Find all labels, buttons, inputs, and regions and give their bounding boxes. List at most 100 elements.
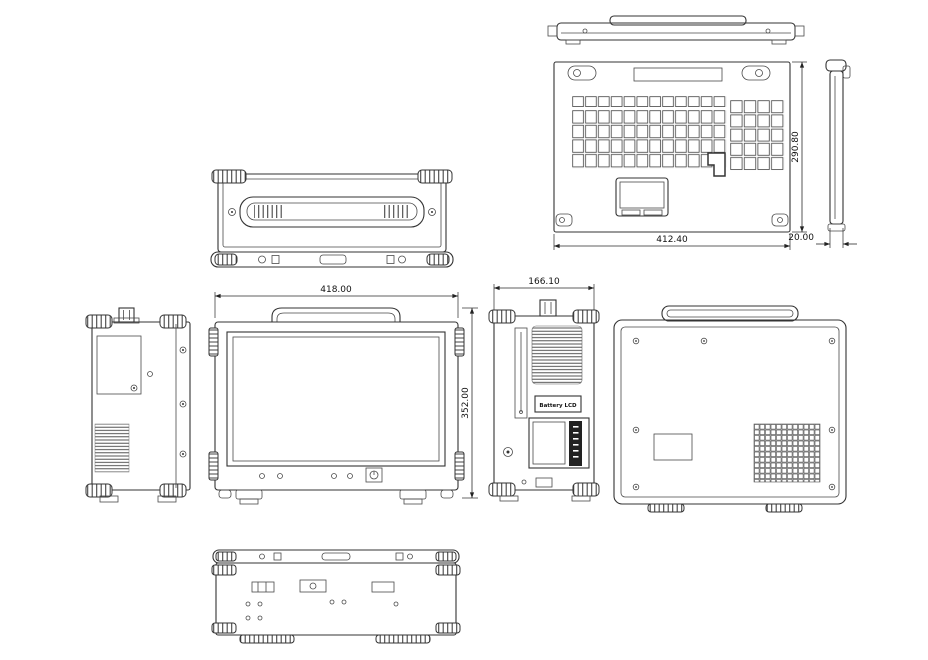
foot: [157, 495, 177, 503]
screw: [632, 337, 640, 345]
dim-label-keyboard-width: 412.40: [656, 235, 688, 245]
screw: [632, 483, 640, 491]
port: [251, 581, 275, 593]
dim-label-side-depth: 166.10: [528, 277, 560, 287]
knob: [539, 299, 557, 317]
dim-front-width: 418.00: [214, 285, 459, 318]
corner-bumper: [211, 169, 247, 184]
screw: [828, 337, 836, 345]
side-bumper: [454, 327, 465, 357]
dim-keyboard-width: 412.40: [553, 234, 791, 250]
dim-label-lid-thickness: 20.00: [788, 233, 814, 243]
foot: [403, 498, 423, 505]
corner-bumper: [85, 314, 113, 329]
corner-bumper: [159, 314, 187, 329]
port: [299, 579, 327, 593]
dim-front-height: 352.00: [461, 307, 478, 499]
carry-handle-top: [239, 196, 425, 228]
hinge-bar: [210, 251, 454, 268]
keyboard-keys: [572, 96, 785, 177]
corner-bumper: [435, 564, 461, 576]
dim-label-keyboard-height: 290.80: [791, 131, 801, 163]
indicator-led: [259, 473, 265, 479]
dim-label-front-height: 352.00: [461, 387, 471, 419]
foot: [765, 503, 803, 513]
latch: [741, 65, 771, 81]
screen-bezel: [226, 331, 446, 467]
screw: [245, 601, 251, 607]
handle-edge: [609, 15, 747, 26]
access-panel: [96, 335, 142, 395]
drive-slot: [514, 327, 528, 419]
view-front: [208, 307, 465, 505]
screw: [428, 208, 436, 216]
enter-key: [707, 152, 726, 177]
side-bumper: [208, 327, 219, 357]
lcd-screen: [232, 336, 440, 462]
corner-bumper: [488, 482, 516, 497]
foot: [239, 634, 295, 644]
corner-bumper: [211, 622, 237, 634]
hinge-slot: [633, 67, 723, 82]
vent-grille: [94, 423, 130, 473]
rear-vent-grille: [753, 423, 821, 483]
dim-label-front-width: 418.00: [320, 285, 352, 295]
corner-bumper: [159, 483, 187, 498]
side-bumper: [454, 451, 465, 481]
corner-bumper: [85, 483, 113, 498]
indicator-led: [347, 473, 353, 479]
dim-side-depth: 166.10: [493, 277, 595, 312]
foot: [239, 498, 259, 505]
screw: [828, 483, 836, 491]
latch-tab: [399, 489, 427, 500]
port-connector: [503, 447, 513, 457]
screw: [329, 599, 335, 605]
rear-panel: [653, 433, 693, 461]
corner-bumper: [572, 482, 600, 497]
screw: [228, 208, 236, 216]
corner-bumper: [211, 564, 237, 576]
latch: [567, 65, 597, 81]
foot: [499, 495, 519, 502]
screw: [257, 601, 263, 607]
view-keyboard-top: [553, 61, 791, 233]
power-button: [365, 467, 383, 483]
corner-bumper: [417, 169, 453, 184]
view-bottom: [211, 549, 461, 644]
touchpad: [615, 177, 669, 217]
fan-grille: [531, 325, 583, 385]
carry-handle-front: [271, 307, 401, 322]
indicator-led: [277, 473, 283, 479]
port: [371, 581, 395, 593]
battery-lcd-label: Battery LCD: [534, 395, 582, 413]
view-left-side: [85, 307, 191, 503]
foot: [647, 503, 685, 513]
view-rear: [613, 305, 847, 513]
view-top-lid: [210, 169, 454, 268]
screw: [341, 599, 347, 605]
hinge-bar-bottom: [212, 549, 460, 564]
corner-bumper: [435, 622, 461, 634]
port: [535, 477, 553, 488]
knob: [118, 307, 135, 323]
view-lid-side: [825, 59, 851, 232]
view-right-side: Battery LCD: [488, 299, 600, 502]
foot: [375, 634, 431, 644]
side-bumper: [208, 451, 219, 481]
foot: [571, 495, 591, 502]
screw: [828, 426, 836, 434]
indicator-led: [331, 473, 337, 479]
corner-bumper: [488, 309, 516, 324]
dim-lid-thickness: 20.00: [788, 228, 857, 248]
view-lid-edge: [547, 15, 805, 45]
screw: [245, 615, 251, 621]
screw: [393, 601, 399, 607]
battery-compartment: [528, 417, 590, 469]
screw: [257, 615, 263, 621]
dim-keyboard-height: 290.80: [791, 61, 807, 233]
corner-bumper: [572, 309, 600, 324]
battery-lcd-text: Battery LCD: [539, 403, 577, 409]
foot: [99, 495, 119, 503]
carry-handle-rear: [661, 305, 799, 322]
